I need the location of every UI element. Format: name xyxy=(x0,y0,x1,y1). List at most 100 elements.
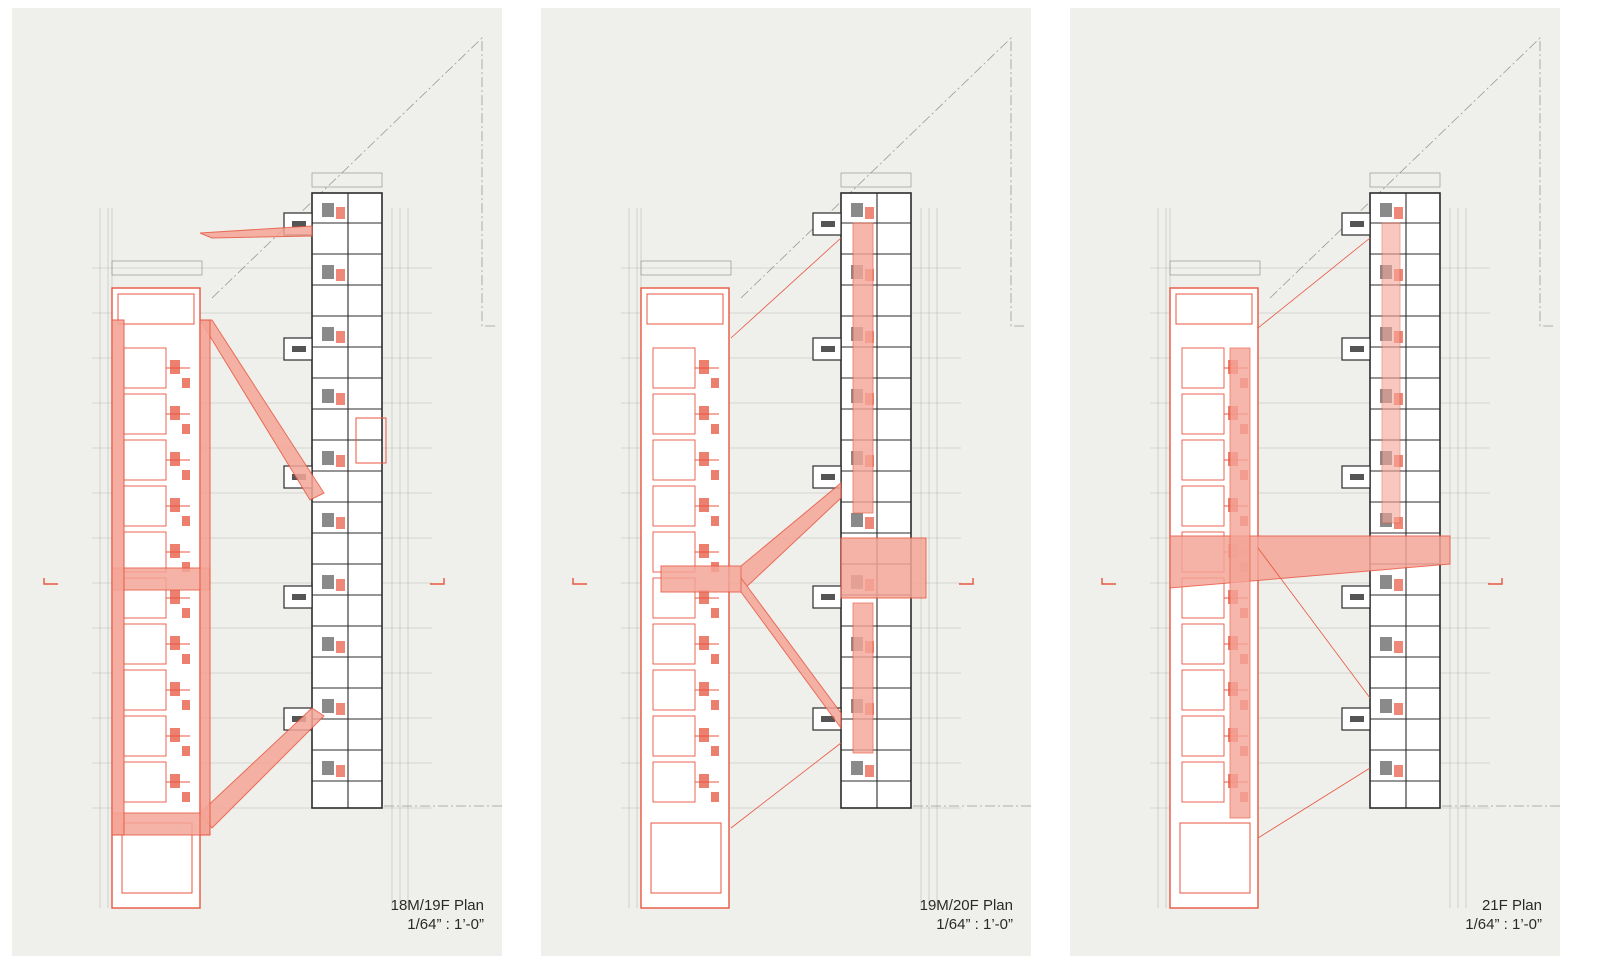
plan-sheet-2: 19M/20F Plan 1/64” : 1’-0” xyxy=(541,8,1031,956)
section-marker xyxy=(1101,578,1116,585)
west-corridor-band xyxy=(111,319,125,836)
floor-plan-drawing xyxy=(1101,37,1560,909)
kitchen-block xyxy=(1380,637,1392,651)
plan-caption: 19M/20F Plan 1/64” : 1’-0” xyxy=(920,896,1013,934)
site-boundary-line xyxy=(211,37,497,327)
core-block xyxy=(865,765,874,777)
kitchen-block xyxy=(851,203,863,217)
diagonal-bridge xyxy=(740,481,842,594)
core-block xyxy=(170,452,180,466)
east-units xyxy=(312,193,382,808)
core-block xyxy=(182,792,190,802)
site-boundary-line xyxy=(740,37,1026,327)
dimension-bracket xyxy=(1169,260,1261,276)
core-block xyxy=(182,424,190,434)
plan-caption: 18M/19F Plan 1/64” : 1’-0” xyxy=(391,896,484,934)
kitchen-block xyxy=(322,637,334,651)
kitchen-block xyxy=(322,265,334,279)
core-block xyxy=(711,700,719,710)
core-block xyxy=(182,608,190,618)
kitchen-block xyxy=(322,761,334,775)
bridge-line xyxy=(1257,237,1371,329)
bridge-line xyxy=(1257,767,1371,839)
core-block xyxy=(182,700,190,710)
core-block xyxy=(170,682,180,696)
core-block xyxy=(170,636,180,650)
core-block xyxy=(1394,579,1403,591)
core-block xyxy=(699,774,709,788)
core-block xyxy=(1394,207,1403,219)
kitchen-block xyxy=(322,699,334,713)
core-block xyxy=(699,682,709,696)
core-block xyxy=(711,424,719,434)
core-block xyxy=(711,378,719,388)
stair-mark xyxy=(1350,474,1364,480)
stair-mark xyxy=(1350,221,1364,227)
plan-scale: 1/64” : 1’-0” xyxy=(407,916,484,933)
west-corridor-band xyxy=(1229,347,1251,819)
core-block xyxy=(699,406,709,420)
bridge-lines xyxy=(730,237,842,829)
bridge-line xyxy=(1257,547,1371,699)
section-marker xyxy=(572,578,587,585)
bridge-line xyxy=(730,237,842,339)
section-marker xyxy=(430,578,445,585)
core-block xyxy=(865,517,874,529)
west-top-unit xyxy=(1175,293,1253,325)
diagonal-bridge xyxy=(740,576,842,730)
core-block xyxy=(170,406,180,420)
core-block xyxy=(336,579,345,591)
west-corridor-band xyxy=(199,319,211,836)
core-block xyxy=(699,590,709,604)
plan-title: 19M/20F Plan xyxy=(919,897,1013,914)
west-bottom-unit xyxy=(1179,822,1251,894)
floor-plan-drawing xyxy=(572,37,1031,909)
kitchen-block xyxy=(322,575,334,589)
stair-mark xyxy=(1350,346,1364,352)
west-cores xyxy=(170,360,190,802)
bridge-lines xyxy=(1257,237,1371,839)
west-units xyxy=(652,347,719,803)
core-block xyxy=(170,774,180,788)
kitchen-block xyxy=(1380,575,1392,589)
core-block xyxy=(699,360,709,374)
plan-sheet-1: 18M/19F Plan 1/64” : 1’-0” xyxy=(12,8,502,956)
kitchen-block xyxy=(322,513,334,527)
stair-mark xyxy=(821,474,835,480)
core-block xyxy=(1394,703,1403,715)
core-block xyxy=(865,207,874,219)
east-cores xyxy=(322,203,345,777)
stair-mark xyxy=(292,594,306,600)
core-block xyxy=(699,544,709,558)
floor-plan-drawing xyxy=(43,37,502,909)
core-block xyxy=(699,498,709,512)
core-block xyxy=(170,590,180,604)
core-block xyxy=(336,517,345,529)
core-block xyxy=(336,765,345,777)
bridge-landing xyxy=(355,417,387,464)
section-marker xyxy=(1488,578,1503,585)
dimension-bracket xyxy=(311,172,383,188)
core-block xyxy=(1394,765,1403,777)
core-block xyxy=(711,470,719,480)
core-block xyxy=(182,516,190,526)
east-stairs xyxy=(812,212,842,731)
kitchen-block xyxy=(851,513,863,527)
east-corridor-band xyxy=(1381,222,1401,524)
dimension-bracket xyxy=(1369,172,1441,188)
plan-caption: 21F Plan 1/64” : 1’-0” xyxy=(1465,896,1542,934)
plan-scale: 1/64” : 1’-0” xyxy=(1465,916,1542,933)
core-block xyxy=(170,544,180,558)
core-block xyxy=(336,269,345,281)
core-block xyxy=(336,393,345,405)
west-top-unit xyxy=(646,293,724,325)
kitchen-block xyxy=(322,389,334,403)
kitchen-block xyxy=(322,327,334,341)
core-block xyxy=(711,792,719,802)
stair-mark xyxy=(821,221,835,227)
core-block xyxy=(170,360,180,374)
core-block xyxy=(336,641,345,653)
core-block xyxy=(336,703,345,715)
core-block xyxy=(182,746,190,756)
stair-mark xyxy=(821,346,835,352)
